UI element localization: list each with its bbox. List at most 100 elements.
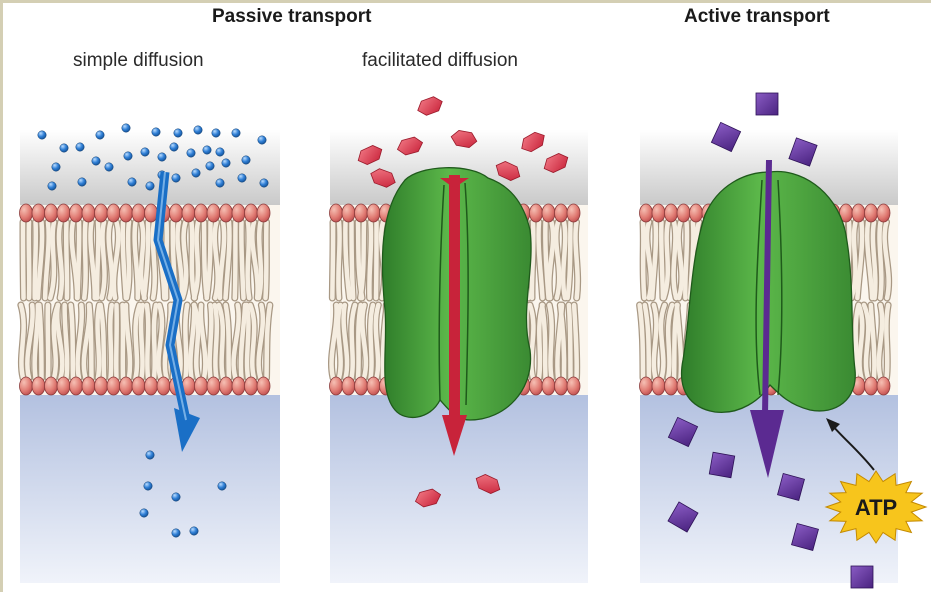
phospholipid-head bbox=[219, 203, 233, 223]
phospholipid-head bbox=[81, 376, 96, 396]
active-arrow-shaft bbox=[762, 159, 772, 416]
phospholipid-head bbox=[329, 203, 343, 223]
phospholipid-head bbox=[341, 376, 356, 396]
blue-molecule bbox=[121, 123, 131, 133]
phospholipid-head bbox=[31, 203, 46, 223]
phospholipid-head bbox=[106, 376, 121, 396]
red-molecule bbox=[543, 153, 569, 173]
pump-seam-left bbox=[755, 179, 763, 396]
blue-molecule bbox=[143, 481, 153, 491]
purple-molecule bbox=[708, 451, 736, 479]
blue-molecule bbox=[211, 128, 221, 138]
phospholipid-head bbox=[69, 203, 83, 223]
purple-molecule bbox=[667, 416, 699, 448]
phospholipid-head bbox=[554, 203, 568, 223]
phospholipid-head bbox=[219, 376, 233, 396]
phospholipid-head bbox=[19, 203, 33, 223]
blue-molecule bbox=[37, 130, 47, 140]
phospholipid-head bbox=[144, 203, 158, 223]
passive-transport-heading: Passive transport bbox=[212, 6, 372, 27]
blue-molecule bbox=[169, 142, 179, 152]
pump-seam-right bbox=[777, 179, 783, 396]
red-molecule bbox=[521, 131, 545, 153]
phospholipid-head bbox=[94, 376, 108, 396]
facilitated-arrow-head bbox=[442, 415, 467, 456]
purple-molecule bbox=[755, 92, 779, 116]
phospholipid-head bbox=[194, 203, 208, 223]
phospholipid-head bbox=[639, 376, 653, 396]
phospholipid-head bbox=[194, 376, 208, 396]
phospholipid-head bbox=[354, 376, 368, 396]
purple-molecule bbox=[777, 473, 805, 501]
facilitated-diffusion-label: facilitated diffusion bbox=[362, 50, 518, 71]
blue-molecule bbox=[205, 161, 215, 171]
phospholipid-head bbox=[69, 376, 83, 396]
phospholipid-head bbox=[56, 203, 71, 223]
phospholipid-head bbox=[851, 203, 866, 223]
blue-molecule bbox=[51, 162, 61, 172]
blue-molecule bbox=[91, 156, 101, 166]
phospholipid-head bbox=[366, 376, 381, 396]
blue-molecule bbox=[241, 155, 251, 165]
blue-molecule bbox=[173, 128, 183, 138]
phospholipid-head bbox=[156, 376, 171, 396]
phospholipid-head bbox=[81, 203, 96, 223]
phospholipid-head bbox=[144, 376, 158, 396]
phospholipid-head bbox=[341, 203, 356, 223]
blue-molecule bbox=[123, 151, 133, 161]
blue-molecule bbox=[193, 125, 203, 135]
phospholipid-head bbox=[864, 376, 878, 396]
channel-pore-right bbox=[464, 182, 469, 406]
phospholipid-head bbox=[206, 203, 221, 223]
blue-molecule bbox=[59, 143, 69, 153]
phospholipid-head bbox=[541, 203, 556, 223]
red-molecule bbox=[417, 96, 443, 116]
purple-molecule bbox=[667, 501, 699, 533]
phospholipid-head bbox=[566, 376, 581, 396]
phospholipid-head bbox=[244, 203, 258, 223]
phospholipid-head bbox=[131, 376, 146, 396]
phospholipid-head bbox=[366, 203, 381, 223]
blue-molecule bbox=[237, 173, 247, 183]
phospholipid-head bbox=[119, 203, 133, 223]
phospholipid-head bbox=[31, 376, 46, 396]
diffusion-arrow-head bbox=[174, 408, 200, 452]
purple-molecule bbox=[710, 121, 742, 153]
phospholipid-head bbox=[119, 376, 133, 396]
phospholipid-head bbox=[876, 376, 891, 396]
purple-molecule bbox=[788, 137, 818, 167]
atp-starburst bbox=[824, 470, 928, 544]
phospholipid-head bbox=[94, 203, 108, 223]
blue-molecule bbox=[191, 168, 201, 178]
diffusion-arrow-highlight bbox=[157, 171, 187, 421]
blue-molecule bbox=[95, 130, 105, 140]
red-molecule bbox=[450, 130, 478, 148]
phospholipid-head bbox=[44, 203, 58, 223]
phospholipid-head bbox=[354, 203, 368, 223]
blue-molecule bbox=[140, 147, 150, 157]
phospholipid-head bbox=[244, 376, 258, 396]
blue-molecule bbox=[215, 178, 225, 188]
extracellular-region bbox=[20, 130, 280, 205]
phospholipid-head bbox=[169, 203, 183, 223]
phospholipid-head bbox=[256, 203, 271, 223]
phospholipid-head bbox=[19, 376, 33, 396]
red-molecule bbox=[370, 168, 396, 188]
blue-molecule bbox=[151, 127, 161, 137]
red-molecule bbox=[475, 474, 501, 494]
phospholipid-head bbox=[181, 203, 196, 223]
blue-molecule bbox=[217, 481, 227, 491]
red-molecule bbox=[357, 145, 383, 165]
active-transport-heading: Active transport bbox=[684, 6, 830, 27]
blue-molecule bbox=[127, 177, 137, 187]
red-molecule bbox=[414, 488, 442, 508]
blue-molecule bbox=[104, 162, 114, 172]
phospholipid-head bbox=[864, 203, 878, 223]
blue-molecule bbox=[47, 181, 57, 191]
channel-pore-left bbox=[438, 184, 445, 401]
phospholipid-head bbox=[651, 203, 666, 223]
phospholipid-head bbox=[256, 376, 271, 396]
active-arrow-head bbox=[750, 410, 784, 478]
phospholipid-head bbox=[664, 203, 678, 223]
blue-molecule bbox=[171, 492, 181, 502]
